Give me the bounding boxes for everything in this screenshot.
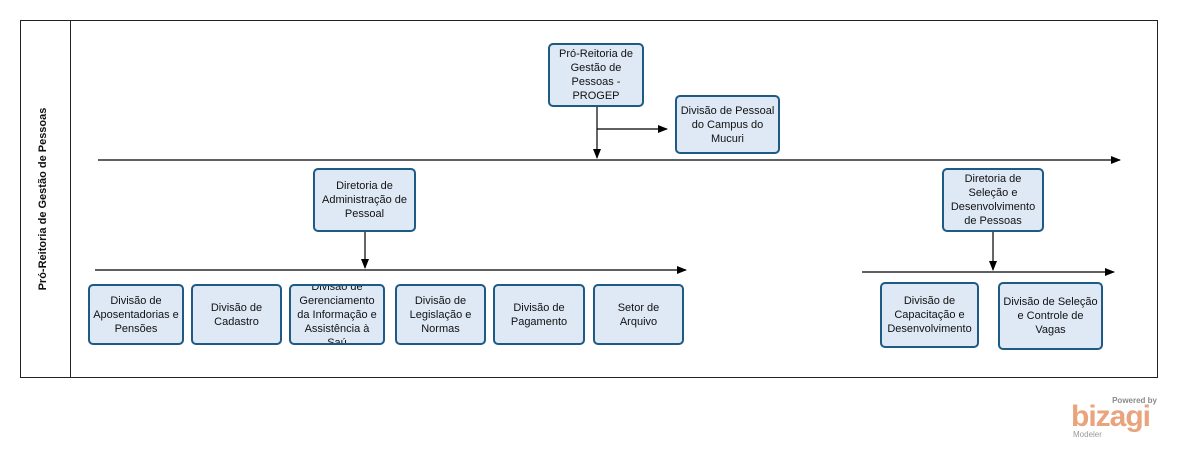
node-div-legislacao[interactable]: Divisão de Legislação e Normas xyxy=(395,284,486,345)
logo-brand-text: bizagi xyxy=(1071,400,1151,433)
bizagi-logo: Powered by bizagi Modeler xyxy=(1069,396,1161,440)
logo-sub-text: Modeler xyxy=(1073,430,1102,439)
node-div-pessoal-mucuri-label: Divisão de Pessoal do Campus do Mucuri xyxy=(680,104,775,145)
node-div-capacitacao-label: Divisão de Capacitação e Desenvolvimento xyxy=(887,295,972,335)
node-div-gerenciamento-info-label: Divisão de Gerenciamento da Informação e… xyxy=(297,284,377,345)
node-div-pagamento-label: Divisão de Pagamento xyxy=(510,301,568,328)
node-div-capacitacao[interactable]: Divisão de Capacitação e Desenvolvimento xyxy=(880,282,979,348)
node-div-selecao-vagas-label: Divisão de Seleção e Controle de Vagas xyxy=(1003,296,1098,336)
node-div-aposentadorias[interactable]: Divisão de Aposentadorias e Pensões xyxy=(88,284,184,345)
node-dir-admin-pessoal[interactable]: Diretoria de Administração de Pessoal xyxy=(313,168,416,232)
node-setor-arquivo-label: Setor de Arquivo xyxy=(617,301,660,328)
node-progep-label: Pró-Reitoria de Gestão de Pessoas - PROG… xyxy=(559,48,633,102)
node-dir-admin-pessoal-label: Diretoria de Administração de Pessoal xyxy=(322,180,407,220)
node-setor-arquivo[interactable]: Setor de Arquivo xyxy=(593,284,684,345)
node-div-selecao-vagas[interactable]: Divisão de Seleção e Controle de Vagas xyxy=(998,282,1103,350)
node-div-pagamento[interactable]: Divisão de Pagamento xyxy=(493,284,585,345)
node-div-legislacao-label: Divisão de Legislação e Normas xyxy=(409,294,472,335)
node-div-pessoal-mucuri[interactable]: Divisão de Pessoal do Campus do Mucuri xyxy=(675,95,780,154)
lane-header xyxy=(20,20,71,378)
node-dir-selecao-desenv-label: Diretoria de Seleção e Desenvolvimento d… xyxy=(950,173,1036,227)
logo-powered-text: Powered by xyxy=(1112,396,1157,405)
node-div-aposentadorias-label: Divisão de Aposentadorias e Pensões xyxy=(93,294,179,335)
node-progep[interactable]: Pró-Reitoria de Gestão de Pessoas - PROG… xyxy=(548,43,644,107)
node-div-cadastro[interactable]: Divisão de Cadastro xyxy=(191,284,282,345)
node-div-gerenciamento-info[interactable]: Divisão de Gerenciamento da Informação e… xyxy=(289,284,385,345)
node-div-cadastro-label: Divisão de Cadastro xyxy=(210,301,263,328)
node-dir-selecao-desenv[interactable]: Diretoria de Seleção e Desenvolvimento d… xyxy=(942,168,1044,232)
